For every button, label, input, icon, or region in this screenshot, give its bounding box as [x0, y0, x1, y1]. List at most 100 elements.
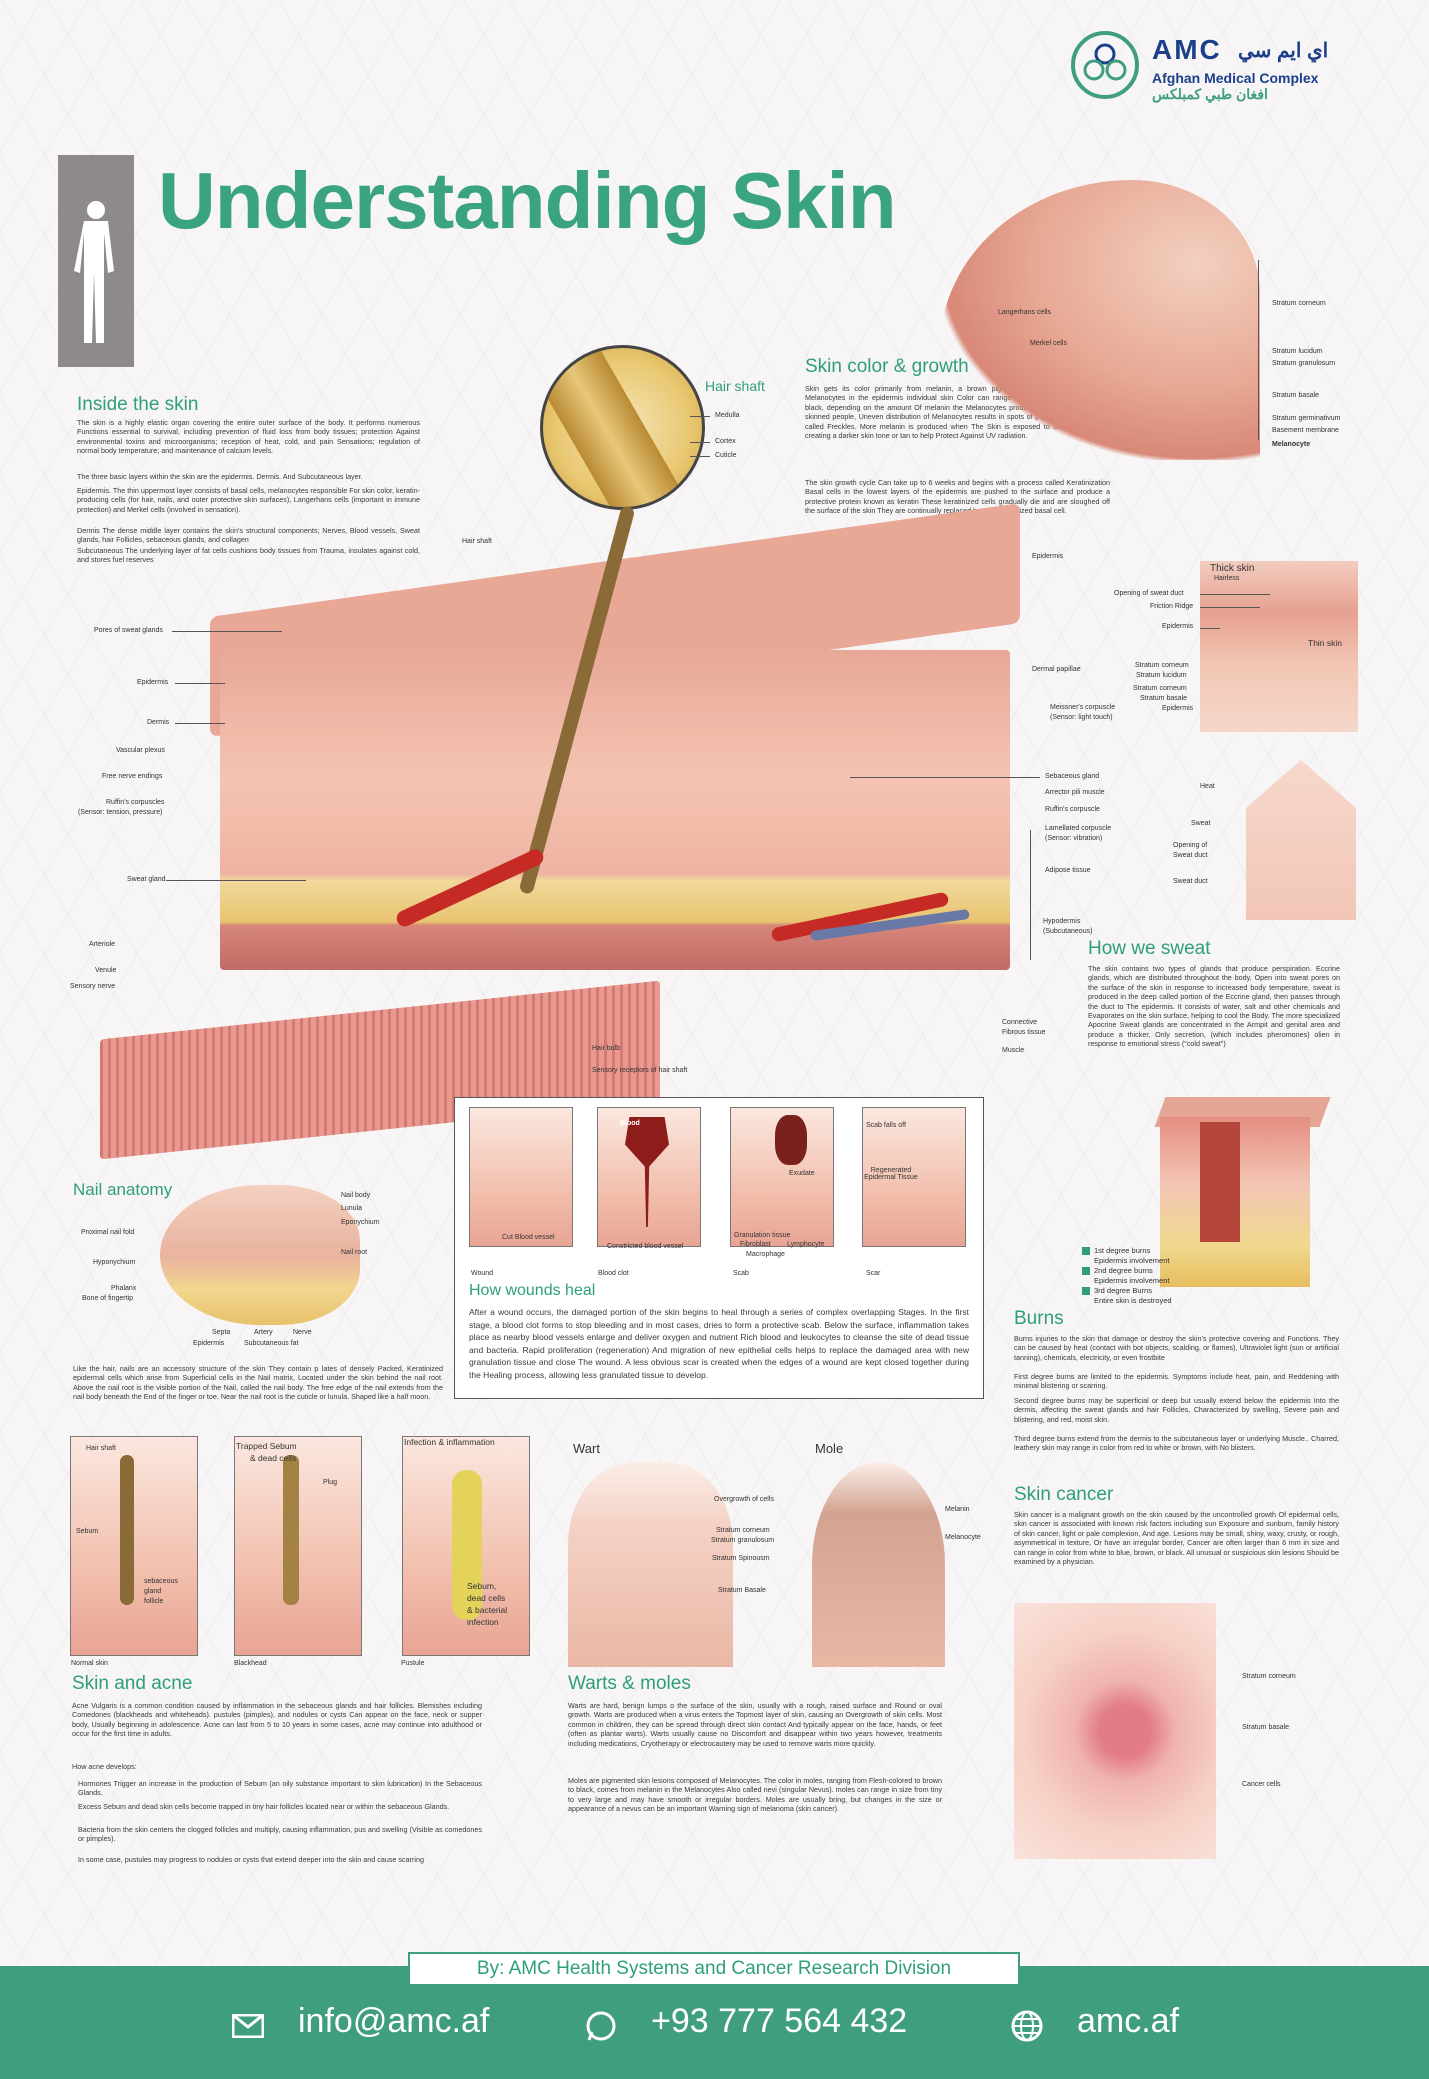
label-ts-epidermis2: Epidermis [1162, 705, 1194, 712]
mole-label-melanocyte: Melanocyte [945, 1534, 981, 1541]
human-figure-icon [74, 201, 114, 343]
hair-shaft-heading: Hair shaft [705, 378, 765, 394]
label-hair-bulb: Hair bulb [592, 1045, 621, 1052]
wp3-fibroblast: Fibroblast [740, 1241, 771, 1248]
burn-legend-3: 3rd degree Burns [1094, 1286, 1152, 1295]
footer-email[interactable]: info@amc.af [298, 2002, 490, 2040]
acne3-label-infection: Infection & inflammation [404, 1437, 495, 1447]
acne1-label-hair: Hair shaft [86, 1445, 116, 1452]
mole-illustration [812, 1462, 945, 1667]
label-stratum-lucidum-tr: Stratum lucidum [1272, 348, 1323, 355]
label-sweat: Sweat [1191, 820, 1211, 827]
acne-follicle-2 [283, 1455, 299, 1605]
logo-arabic-full: افغان طبي كمبلكس [1152, 86, 1268, 102]
acne-follicle-1 [120, 1455, 134, 1605]
wp1-label: Cut Blood vessel [502, 1234, 555, 1241]
acne1-caption: Normal skin [71, 1660, 108, 1667]
cancer-label-basale: Stratum basale [1242, 1724, 1290, 1731]
acne2-label-plug: Plug [323, 1479, 338, 1486]
label-ts-corneum: Stratum corneum [1135, 662, 1189, 669]
inside-skin-p1: The skin is a highly elastic organ cover… [77, 418, 420, 456]
label-hypodermis: Hypodermis [1043, 918, 1081, 925]
cancer-p1: Skin cancer is a malignant growth on the… [1014, 1510, 1339, 1567]
inside-skin-p4: Dermis The dense middle layer contains t… [77, 526, 420, 545]
nail-label-septa: Septa [212, 1329, 231, 1336]
label-vascular-plexus: Vascular plexus [116, 747, 165, 754]
label-sensory-receptors: Sensory receptors of hair shaft [592, 1067, 688, 1074]
nail-label-phalanx: Phalanx [111, 1285, 137, 1292]
acne-develops: How acne develops: [72, 1762, 137, 1771]
nail-illustration [160, 1185, 360, 1325]
label-pores-sweat: Pores of sweat glands [94, 627, 163, 634]
label-opening-of: Opening of [1173, 842, 1208, 849]
label-ruffins-l: Ruffin's corpuscles [106, 799, 165, 806]
wp3-macrophage: Macrophage [746, 1251, 785, 1258]
cancer-illustration [1014, 1603, 1216, 1859]
acne-bullet-1: Hormones Trigger an increase in the prod… [78, 1779, 482, 1798]
label-ts-epidermis: Epidermis [1162, 623, 1194, 630]
legend-swatch-2 [1082, 1267, 1090, 1276]
wart-title: Wart [573, 1441, 600, 1456]
acne-bullet-2: Excess Sebum and dead skin cells become … [78, 1802, 450, 1811]
inside-skin-heading: Inside the skin [77, 394, 199, 415]
label-sweat-duct: Sweat duct [1173, 878, 1208, 885]
skin-cross-section-illustration [210, 503, 1020, 1000]
nail-label-nerve: Nerve [293, 1329, 312, 1336]
thick-skin-title: Thick skin [1210, 563, 1255, 574]
acne-bullet-4: In some case, pustules may progress to n… [78, 1855, 424, 1864]
nail-label-lunula: Lunula [341, 1205, 363, 1212]
wp4-label: Regenerated Epidermal Tissue [864, 1167, 918, 1181]
label-medulla: Medulla [715, 412, 740, 419]
acne-bullet-3: Bacteria from the skin centers the clogg… [78, 1825, 482, 1844]
label-ts-opening: Opening of sweat duct [1114, 590, 1184, 597]
cancer-label-corneum: Stratum corneum [1242, 1673, 1296, 1680]
footer-phone[interactable]: +93 777 564 432 [651, 2002, 908, 2040]
burn-legend-2: 2nd degree burns [1094, 1266, 1153, 1275]
wart-illustration [568, 1462, 733, 1667]
logo: AMC اي ايم سي Afghan Medical Complex افغ… [1070, 28, 1400, 108]
thin-skin-label: Thin skin [1308, 638, 1343, 648]
thick-skin-subtitle: Hairless [1214, 575, 1240, 582]
label-adipose: Adipose tissue [1045, 867, 1091, 874]
wounds-heading: How wounds heal [469, 1282, 596, 1299]
acne1-label-gland: gland [144, 1588, 162, 1595]
cancer-label-cells: Cancer cells [1242, 1781, 1281, 1788]
logo-name: AMC [1152, 34, 1222, 65]
acne2-caption: Blackhead [234, 1660, 267, 1667]
burn-legend: 1st degree burns Epidermis involvement 2… [1082, 1246, 1172, 1306]
acne-follicle-3 [452, 1470, 482, 1620]
label-muscle: Muscle [1002, 1047, 1025, 1054]
label-merkel: Merkel cells [1030, 340, 1067, 347]
logo-mark-icon [1071, 31, 1139, 99]
cancer-heading: Skin cancer [1014, 1484, 1114, 1505]
sweat-heading: How we sweat [1088, 938, 1211, 959]
burns-p4: Third degree burns extend from the dermi… [1014, 1434, 1339, 1453]
acne3-caption: Pustule [401, 1660, 425, 1667]
nail-label-epidermis: Epidermis [193, 1340, 225, 1347]
warts-p2: Moles are pigmented skin lesions compose… [568, 1776, 942, 1814]
logo-arabic-name: اي ايم سي [1238, 40, 1329, 62]
label-hair-shaft-main: Hair shaft [462, 538, 492, 545]
burn-legend-3-sub: Entire skin is destroyed [1094, 1296, 1172, 1305]
label-sebaceous: Sebaceous gland [1045, 773, 1100, 780]
label-meissner-sensor: (Sensor: light touch) [1050, 714, 1113, 721]
wp1-caption: Wound [471, 1270, 494, 1277]
wp2-top: Blood [620, 1120, 640, 1127]
mole-label-melanin: Melanin [945, 1506, 970, 1513]
body-silhouette-panel [58, 155, 134, 367]
warts-heading: Warts & moles [568, 1673, 691, 1694]
footer-web[interactable]: amc.af [1077, 2002, 1180, 2040]
nail-label-body: Nail body [341, 1192, 371, 1199]
wp2-label: Constricted blood vessel [607, 1243, 684, 1250]
wp4-top: Scab falls off [866, 1122, 906, 1129]
legend-swatch-1 [1082, 1247, 1090, 1256]
burns-heading: Burns [1014, 1308, 1064, 1329]
label-melanocyte-tr: Melanocyte [1272, 441, 1311, 448]
burn-legend-1: 1st degree burns [1094, 1246, 1151, 1255]
nail-heading: Nail anatomy [73, 1180, 173, 1199]
label-free-nerve: Free nerve endings [102, 773, 163, 780]
wp2-caption: Blood clot [598, 1270, 629, 1277]
label-ts-basale: Stratum basale [1140, 695, 1188, 702]
label-lamellated: Lamellated corpuscle [1045, 825, 1112, 832]
nail-label-root: Nail root [341, 1249, 368, 1256]
